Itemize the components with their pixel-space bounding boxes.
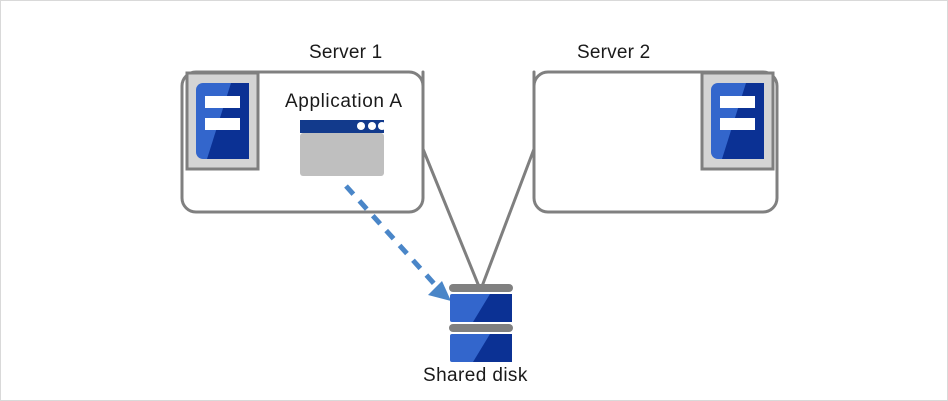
server2-label: Server 2 [577,42,651,63]
disk-stack-icon [449,284,513,362]
application-window-icon [300,120,386,176]
application-a-label: Application A [285,91,403,112]
shared-disk-label: Shared disk [423,365,528,386]
server1-label: Server 1 [309,42,383,63]
server-icon [700,71,775,171]
connector-server2-to-disk [479,70,536,291]
access-arrow-app-to-disk [344,184,451,301]
connector-server1-to-disk [421,70,482,291]
server-icon [185,71,260,171]
